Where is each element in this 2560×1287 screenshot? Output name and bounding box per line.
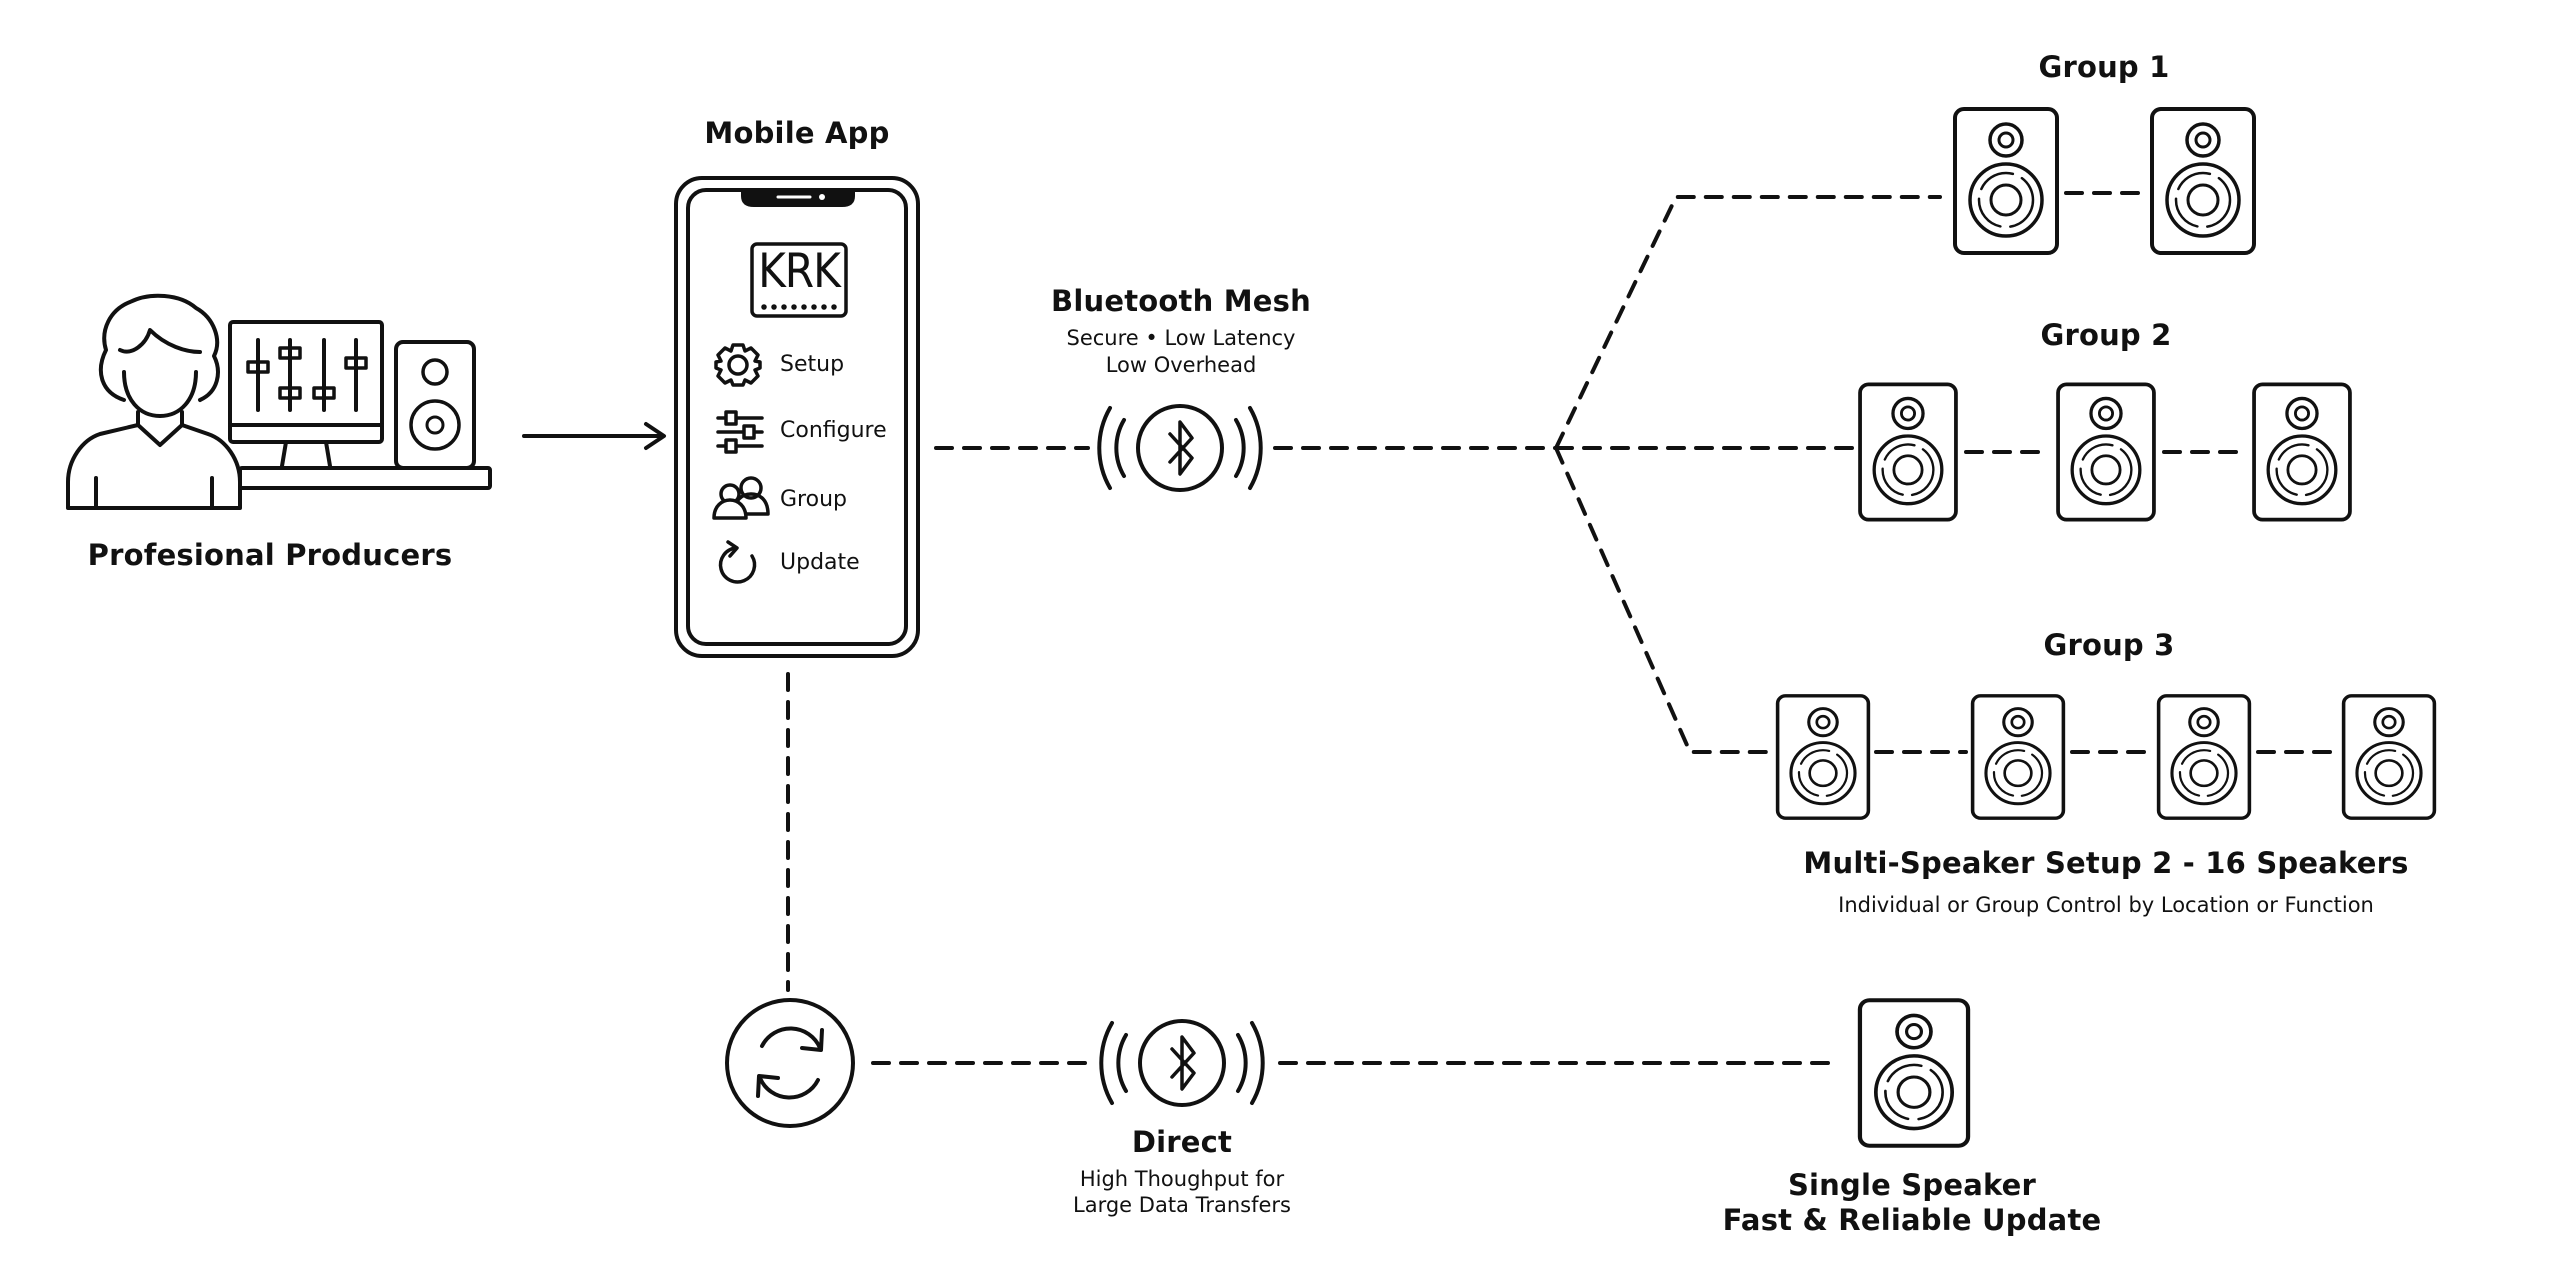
bluetooth-direct-icon <box>1099 1019 1265 1107</box>
menu-item-configure[interactable]: Configure <box>780 418 887 443</box>
arrow-to-app <box>522 422 666 450</box>
menu-item-setup[interactable]: Setup <box>780 352 845 377</box>
group1-speaker-1 <box>1953 107 2059 255</box>
direct-line1: High Thoughput for <box>1079 1167 1285 1191</box>
group3-speaker-4 <box>2341 694 2437 820</box>
bluetooth-mesh-title: Bluetooth Mesh <box>1051 284 1311 318</box>
single-speaker-line2: Fast & Reliable Update <box>1722 1203 2102 1237</box>
krk-logo-text: KRK <box>758 244 841 299</box>
phone-icon <box>674 176 920 658</box>
sliders-icon <box>716 410 764 454</box>
group3-speaker-2 <box>1970 694 2066 820</box>
group3-speaker-3 <box>2156 694 2252 820</box>
krk-logo <box>750 242 848 318</box>
group2-speaker-3 <box>2252 382 2352 522</box>
group3-speaker-1 <box>1775 694 1871 820</box>
refresh-icon <box>718 540 757 584</box>
mobile-app-title: Mobile App <box>704 116 890 150</box>
group1-label: Group 1 <box>2038 50 2170 84</box>
menu-item-group[interactable]: Group <box>780 487 847 512</box>
multi-speaker-subtitle: Individual or Group Control by Location … <box>1838 893 2374 917</box>
single-speaker-line1: Single Speaker <box>1787 1168 2037 1202</box>
bluetooth-mesh-line2: Low Overhead <box>1105 353 1257 377</box>
update-sync-icon <box>725 998 855 1128</box>
single-speaker-icon <box>1860 1000 1968 1145</box>
menu-item-update[interactable]: Update <box>780 550 860 575</box>
producer-icon <box>66 293 492 510</box>
group2-label: Group 2 <box>2040 318 2172 352</box>
multi-speaker-title: Multi-Speaker Setup 2 - 16 Speakers <box>1803 846 2409 880</box>
direct-line2: Large Data Transfers <box>1073 1193 1291 1217</box>
group1-speaker-2 <box>2150 107 2256 255</box>
bluetooth-mesh-line1: Secure • Low Latency <box>1066 326 1296 350</box>
gear-icon <box>714 343 762 387</box>
branch-group3 <box>1554 446 1772 754</box>
group2-speaker-1 <box>1858 382 1958 522</box>
producer-label: Profesional Producers <box>87 538 453 572</box>
group3-label: Group 3 <box>2043 628 2175 662</box>
users-icon <box>712 476 770 520</box>
group2-speaker-2 <box>2056 382 2156 522</box>
bluetooth-mesh-icon <box>1097 404 1263 492</box>
direct-title: Direct <box>1131 1125 1233 1159</box>
branch-group1 <box>1554 195 1942 450</box>
